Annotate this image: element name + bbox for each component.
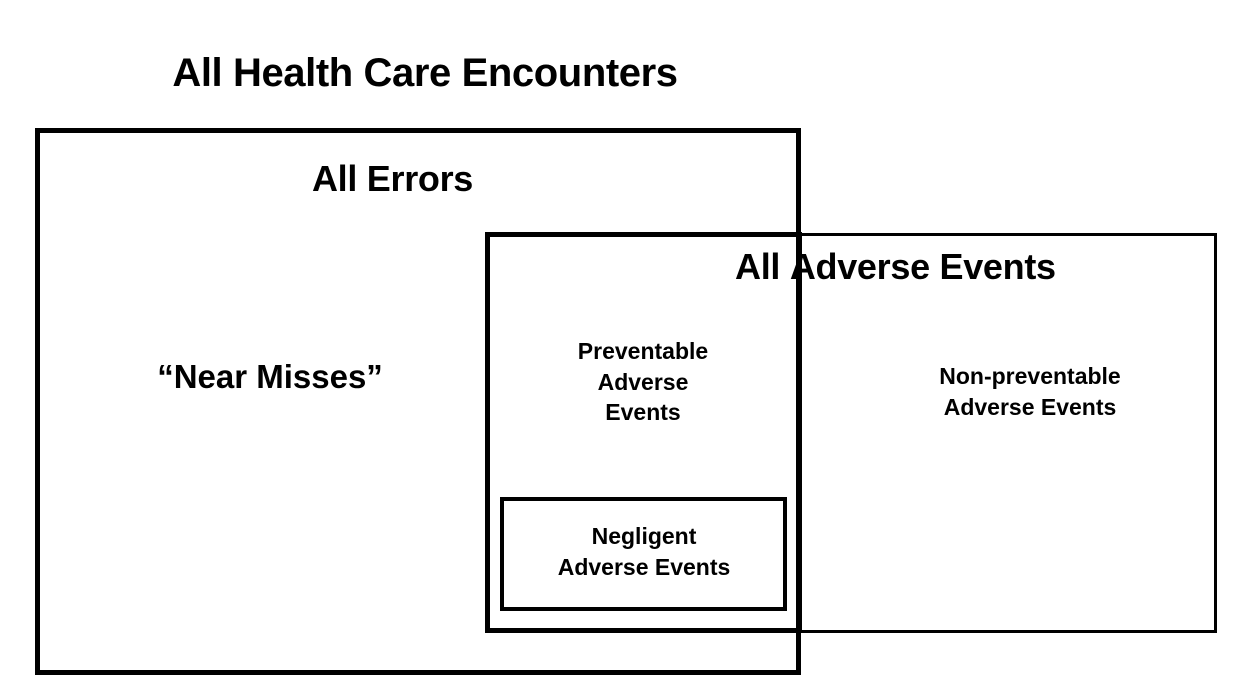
all-errors-label: All Errors xyxy=(311,158,474,199)
negligent-line-1: Negligent xyxy=(591,523,697,549)
all-adverse-events-label-text: All Adverse Events xyxy=(735,246,1115,288)
negligent-line-2: Adverse Events xyxy=(557,553,731,580)
all-adverse-events-label-part-2: Adverse Events xyxy=(789,246,1056,287)
near-misses-label: “Near Misses” xyxy=(157,358,383,395)
preventable-adverse-events-box xyxy=(485,232,802,633)
non-preventable-adverse-events-label: Non-preventable Adverse Events xyxy=(880,361,1180,422)
preventable-line-3: Events xyxy=(605,399,681,426)
all-adverse-events-label-spacer xyxy=(780,246,790,287)
all-adverse-events-label: All Adverse Events xyxy=(735,246,1115,288)
all-adverse-events-label-part-1: All xyxy=(735,246,781,287)
non-preventable-line-2: Adverse Events xyxy=(943,393,1117,420)
page-title: All Health Care Encounters xyxy=(172,51,678,95)
negligent-adverse-events-box xyxy=(500,497,787,611)
preventable-line-1: Preventable xyxy=(577,338,709,364)
preventable-adverse-events-label: Preventable Adverse Events xyxy=(513,336,773,428)
preventable-line-2: Adverse xyxy=(597,368,689,395)
non-preventable-line-1: Non-preventable xyxy=(939,363,1121,389)
all-adverse-events-box xyxy=(799,233,1217,633)
negligent-adverse-events-label: Negligent Adverse Events xyxy=(510,521,778,582)
